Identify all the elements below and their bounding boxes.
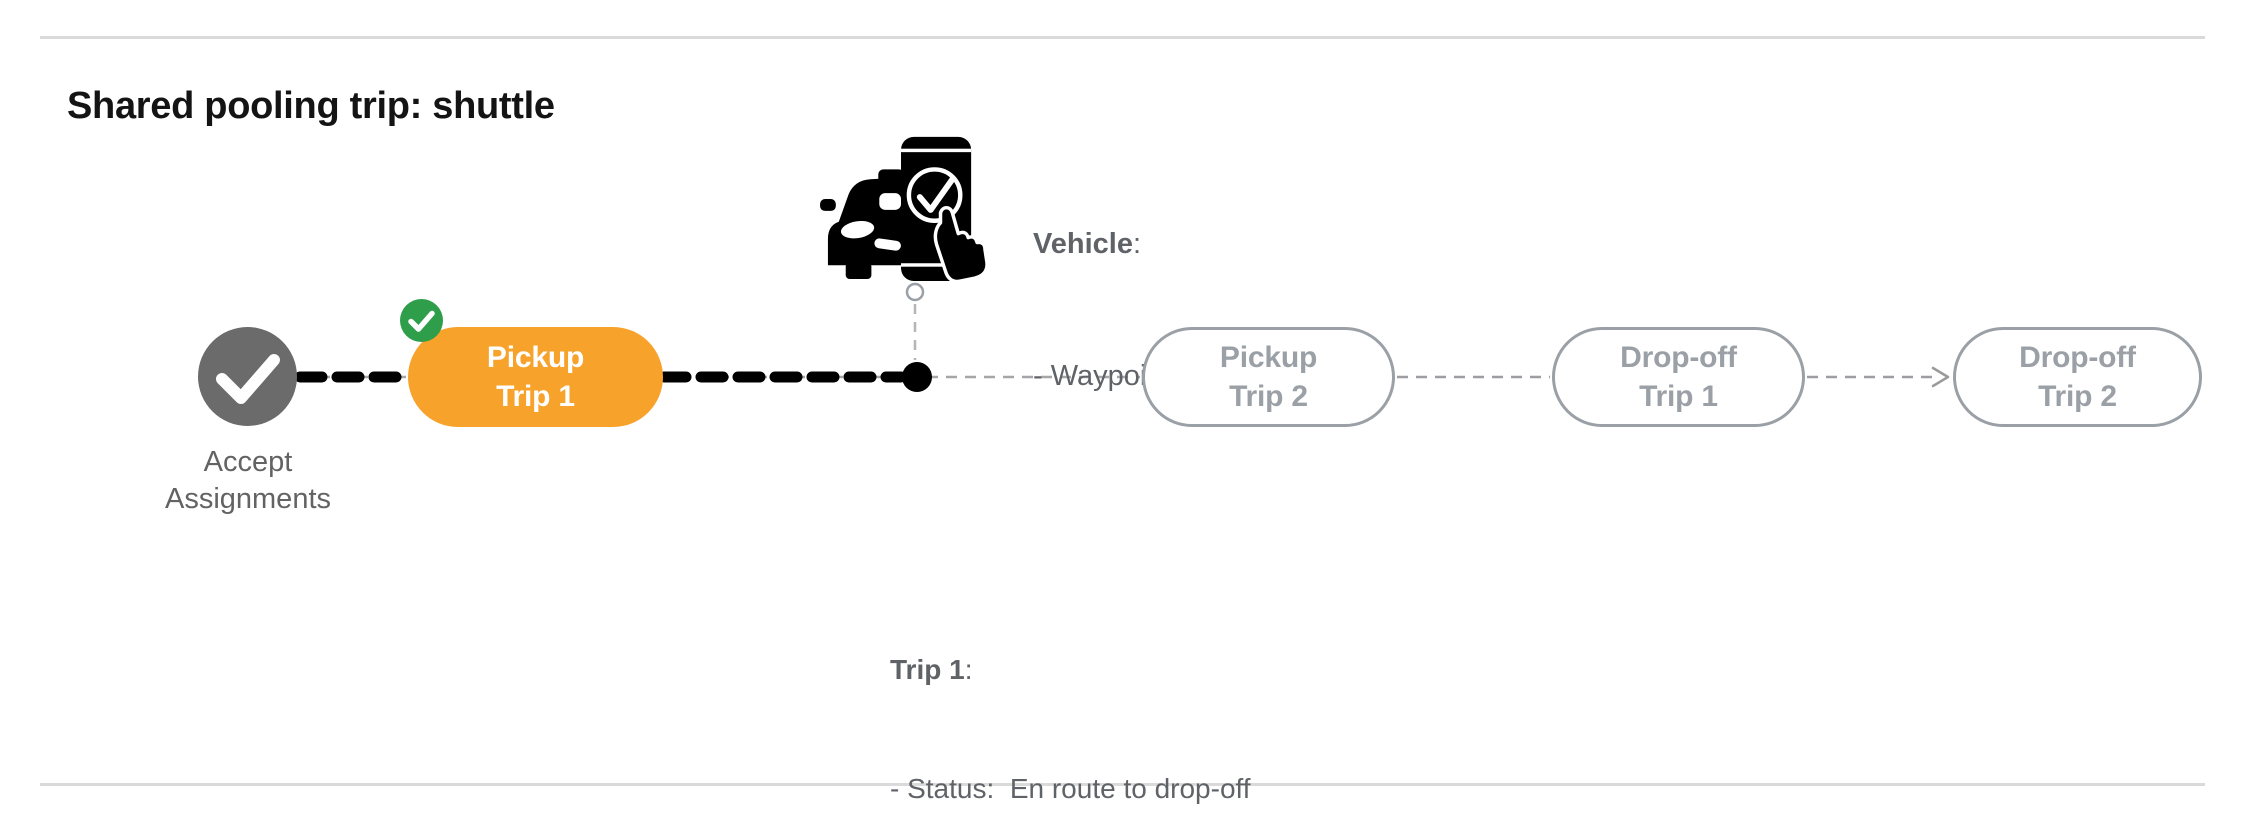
accept-assignments-label: Accept Assignments <box>164 446 331 515</box>
pill-pickup-trip-1: Pickup Trip 1 <box>408 327 663 427</box>
vehicle-info-title: Vehicle: <box>1033 228 1142 260</box>
trip-1-status-line: - Status: En route to drop-off <box>890 772 1251 804</box>
vehicle-position-dot <box>902 362 932 392</box>
timeline-step-accept-assignments <box>198 327 297 426</box>
trip-1-status: Trip 1: - Status: En route to drop-off -… <box>890 571 1251 825</box>
trip-1-title: Trip 1: <box>890 654 973 685</box>
top-divider <box>40 36 2205 39</box>
vehicle-info: Vehicle: - Waypoints: 3 <box>1033 134 1217 486</box>
pill-dropoff-trip-2: Drop-off Trip 2 <box>1953 327 2202 427</box>
page-title: Shared pooling trip: shuttle <box>67 85 555 128</box>
car-phone-check-icon <box>820 136 986 282</box>
pill-dropoff-trip-1: Drop-off Trip 1 <box>1552 327 1805 427</box>
bottom-divider <box>40 783 2205 786</box>
pill-pickup-trip-2: Pickup Trip 2 <box>1142 327 1395 427</box>
trip-status-panel: Trip 1: - Status: En route to drop-off -… <box>890 492 1251 825</box>
status-badge <box>400 299 443 342</box>
arrow-right-icon <box>1931 366 1950 388</box>
vehicle-anchor-circle <box>905 282 925 302</box>
check-badge-icon <box>408 310 435 332</box>
check-icon <box>216 354 280 404</box>
